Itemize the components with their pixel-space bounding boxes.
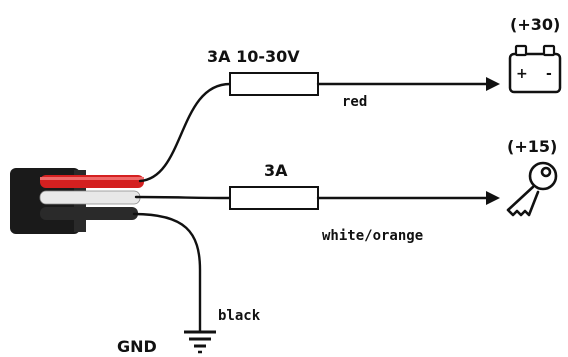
wire-black: black xyxy=(132,212,261,334)
arrow-middle xyxy=(486,191,500,205)
fuse-top-label: 3A 10-30V xyxy=(207,47,300,66)
fuse-middle xyxy=(229,186,319,210)
cable xyxy=(10,168,144,234)
wire-white-path xyxy=(134,195,232,200)
terminal-15-label: (+15) xyxy=(507,137,557,156)
wire-white-orange-label: white/orange xyxy=(322,228,423,244)
arrow-top xyxy=(486,77,500,91)
wire-black-label: black xyxy=(218,308,261,324)
battery-plus: + xyxy=(516,66,528,82)
white-core xyxy=(39,190,141,205)
wire-red: 3A 10-30V red xyxy=(138,47,500,183)
battery-minus: - xyxy=(546,66,552,82)
black-core xyxy=(40,207,138,220)
terminal-30-label: (+30) xyxy=(510,15,560,34)
wire-red-path xyxy=(138,82,320,183)
wire-red-label: red xyxy=(342,94,367,110)
wire-white-orange: 3A white/orange xyxy=(134,161,500,244)
gnd-label: GND xyxy=(117,337,157,356)
fuse-middle-label: 3A xyxy=(264,161,288,180)
battery-icon: + - xyxy=(508,44,562,94)
key-icon xyxy=(506,161,558,217)
ground-symbol-icon xyxy=(184,330,216,354)
fuse-top xyxy=(229,72,319,96)
red-core xyxy=(40,175,144,188)
wire-black-path xyxy=(132,212,202,334)
